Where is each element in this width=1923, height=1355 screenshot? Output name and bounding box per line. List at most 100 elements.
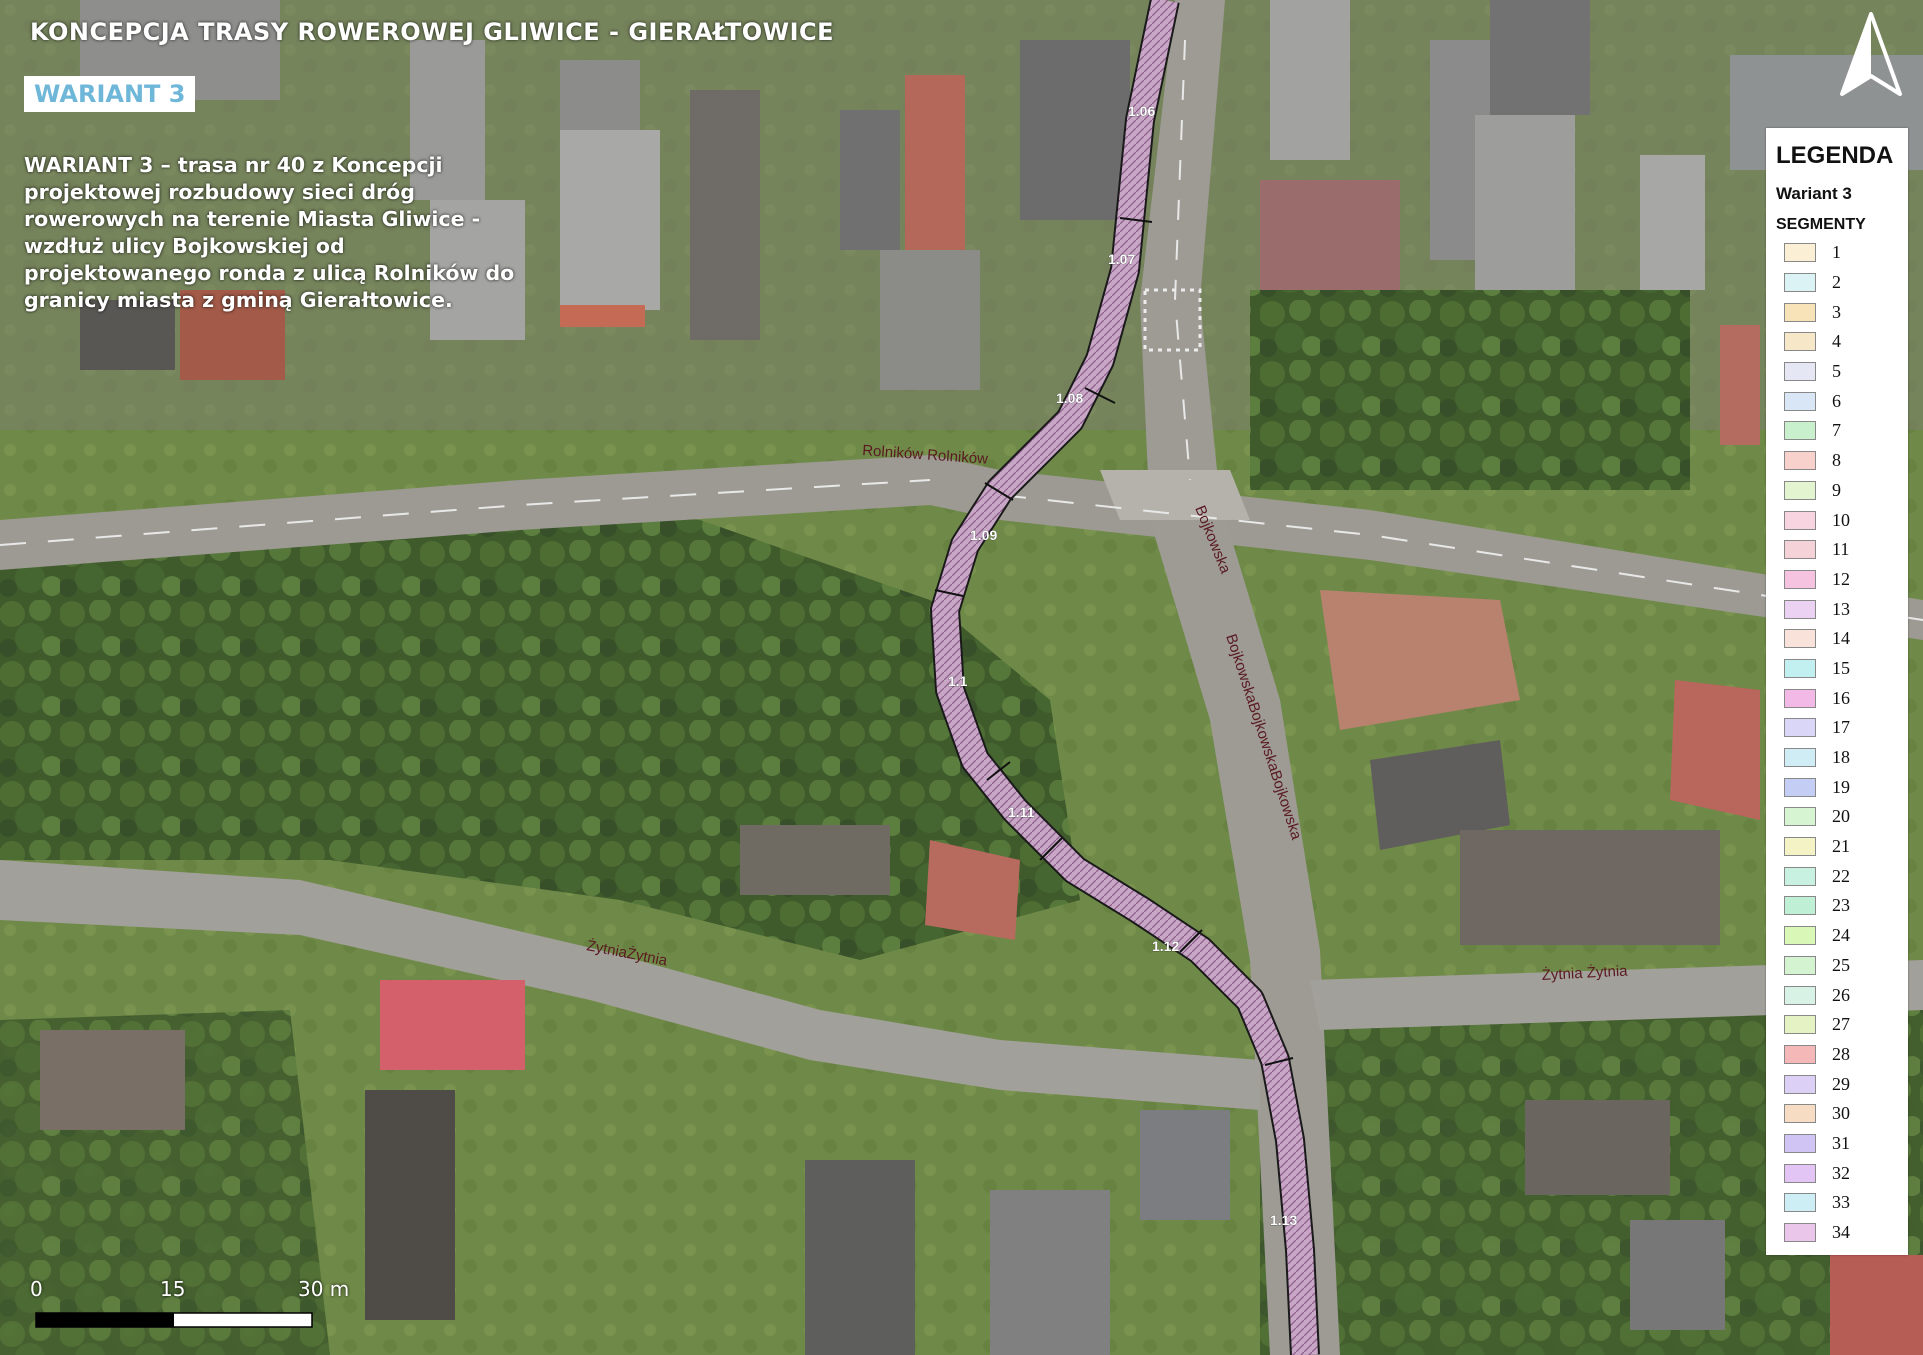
legend-item: 6 [1766, 386, 1908, 416]
legend-swatch [1784, 748, 1816, 768]
building-roof-red [1670, 680, 1760, 820]
legend-item: 34 [1766, 1218, 1908, 1248]
legend-item: 20 [1766, 802, 1908, 832]
building-roof-red [925, 840, 1020, 940]
legend-item-label: 7 [1832, 420, 1841, 441]
legend-swatch [1784, 302, 1816, 322]
legend-item: 7 [1766, 416, 1908, 446]
road-rolnikow [0, 455, 1923, 640]
building [40, 1030, 185, 1130]
legend-item-label: 21 [1832, 836, 1850, 857]
building-roof-red [1830, 1255, 1923, 1355]
legend-swatch [1784, 1104, 1816, 1124]
scale-label: 15 [160, 1277, 186, 1301]
legend-item-label: 3 [1832, 301, 1841, 322]
legend-swatch [1784, 391, 1816, 411]
legend-variant: Wariant 3 [1776, 184, 1852, 203]
legend-swatch [1784, 510, 1816, 530]
segment-label: 1.1 [948, 673, 968, 689]
segment-label: 1.09 [970, 527, 997, 543]
legend-item: 32 [1766, 1158, 1908, 1188]
legend-item-label: 23 [1832, 895, 1850, 916]
building [1640, 155, 1705, 290]
legend-item: 25 [1766, 951, 1908, 981]
legend-item-label: 6 [1832, 390, 1841, 411]
legend-swatch [1784, 421, 1816, 441]
segment-dividers [934, 217, 1294, 1066]
legend-item-label: 14 [1832, 628, 1850, 649]
legend-item: 22 [1766, 861, 1908, 891]
map-title: KONCEPCJA TRASY ROWEROWEJ GLIWICE - GIER… [30, 18, 835, 46]
legend-swatch [1784, 362, 1816, 382]
legend-swatch [1784, 629, 1816, 649]
legend-item: 13 [1766, 594, 1908, 624]
scale-label: 30 m [298, 1277, 350, 1301]
legend-swatch [1784, 332, 1816, 352]
legend-item-label: 12 [1832, 568, 1850, 589]
legend-swatch [1784, 1074, 1816, 1094]
legend-item: 11 [1766, 535, 1908, 565]
legend-item-label: 5 [1832, 361, 1841, 382]
legend-item-label: 4 [1832, 331, 1841, 352]
legend-item: 19 [1766, 772, 1908, 802]
legend-item-label: 31 [1832, 1132, 1850, 1153]
legend-item-label: 30 [1832, 1103, 1850, 1124]
building [80, 300, 175, 370]
legend-item: 21 [1766, 832, 1908, 862]
legend-item: 10 [1766, 505, 1908, 535]
legend-item-label: 1 [1832, 242, 1841, 263]
building-roof-red [905, 75, 965, 255]
legend-item-label: 19 [1832, 776, 1850, 797]
legend-item-label: 16 [1832, 687, 1850, 708]
north-arrow-icon [1840, 12, 1902, 96]
legend-item-label: 24 [1832, 925, 1850, 946]
building [430, 200, 525, 340]
legend-item: 23 [1766, 891, 1908, 921]
legend-item: 3 [1766, 297, 1908, 327]
legend-item: 12 [1766, 565, 1908, 595]
legend-swatch [1784, 866, 1816, 886]
legend-swatch [1784, 1044, 1816, 1064]
legend-item: 8 [1766, 446, 1908, 476]
building [1270, 0, 1350, 160]
legend-item: 26 [1766, 980, 1908, 1010]
legend-item: 17 [1766, 713, 1908, 743]
legend-item-label: 34 [1832, 1222, 1850, 1243]
legend-item-label: 15 [1832, 657, 1850, 678]
legend-swatch [1784, 658, 1816, 678]
legend-item-label: 18 [1832, 747, 1850, 768]
segment-labels: 1.06 1.07 1.08 1.09 1.1 1.11 1.12 1.13 [948, 103, 1298, 1228]
building [1525, 1100, 1670, 1195]
legend-swatch [1784, 718, 1816, 738]
building-roof-red [560, 305, 645, 327]
segment-label: 1.13 [1270, 1212, 1297, 1228]
segment-label: 1.11 [1008, 804, 1035, 820]
scale-bar [35, 1312, 313, 1328]
legend-item-label: 22 [1832, 865, 1850, 886]
legend-swatch [1784, 896, 1816, 916]
legend-swatch [1784, 777, 1816, 797]
legend-item-label: 25 [1832, 954, 1850, 975]
legend-item-label: 20 [1832, 806, 1850, 827]
variant-badge: WARIANT 3 [24, 76, 196, 112]
legend-swatch [1784, 540, 1816, 560]
legend-swatch [1784, 807, 1816, 827]
legend-swatch [1784, 273, 1816, 293]
building [740, 825, 890, 895]
legend-swatch [1784, 599, 1816, 619]
scale-label: 0 [30, 1277, 43, 1301]
legend-item-label: 10 [1832, 509, 1850, 530]
building-roof-red [1720, 325, 1760, 445]
legend-item: 14 [1766, 624, 1908, 654]
building-roof-red [1320, 590, 1520, 730]
building [880, 250, 980, 390]
legend-swatch [1784, 1163, 1816, 1183]
building [1630, 1220, 1725, 1330]
legend-item-label: 32 [1832, 1162, 1850, 1183]
building [1370, 740, 1510, 850]
legend-swatch [1784, 985, 1816, 1005]
road-zytnia-west [0, 860, 1260, 1110]
road-bojkowska [1140, 0, 1340, 1355]
legend-item: 27 [1766, 1010, 1908, 1040]
